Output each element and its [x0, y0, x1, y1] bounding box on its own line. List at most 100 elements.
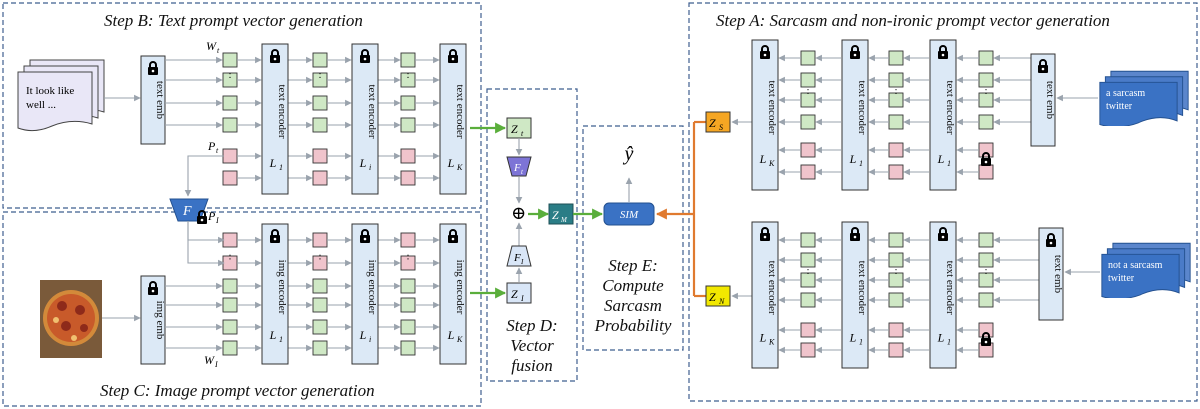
green-token [978, 252, 994, 268]
green-token [888, 232, 904, 248]
layer-label: L [269, 328, 277, 342]
projector-f: F [169, 198, 209, 224]
step-d-frame [486, 88, 578, 382]
green-token [312, 52, 328, 68]
sarcasm-text-emb-label: text emb [1044, 81, 1056, 120]
text-input-line2: well ... [26, 99, 56, 111]
w-i-sub: I [214, 360, 218, 369]
z-t-sub: t [521, 129, 524, 138]
green-token [312, 319, 328, 335]
encoder-label: text encoder [856, 261, 868, 315]
step-d-line2: Vector [510, 336, 554, 355]
encoder-label: text encoder [856, 80, 868, 134]
arrow-pt-to-projector [184, 155, 224, 197]
pink-token [312, 232, 328, 248]
f-i-sub: I [520, 258, 524, 266]
green-token [312, 297, 328, 313]
pink-token [400, 170, 416, 186]
layer-label: L [447, 156, 455, 170]
encoder-rect [439, 43, 467, 195]
w-t-sub: t [217, 46, 220, 55]
layer-label: L [359, 156, 367, 170]
non-sarcasm-text-emb-block: text emb [1038, 227, 1064, 321]
z-s-symbol: Z [709, 116, 716, 130]
encoder-rect [929, 39, 957, 191]
encoder-rect [929, 221, 957, 369]
layer-sub: 1 [859, 338, 863, 347]
green-token [978, 114, 994, 130]
step-e-line2: Compute [602, 276, 664, 295]
green-token [800, 50, 816, 66]
sim-node: SIM [603, 202, 655, 226]
green-token [222, 95, 238, 111]
green-token [978, 72, 994, 88]
y-hat: ŷ [623, 143, 634, 165]
step-e-line4: Probability [594, 316, 672, 335]
green-token [978, 292, 994, 308]
pink-token [978, 164, 994, 180]
green-token [400, 297, 416, 313]
step-e-title: Step E: Compute Sarcasm Probability [594, 256, 672, 335]
encoder-label: img encoder [454, 260, 466, 315]
pink-token [978, 142, 994, 158]
sarcasm-doc-line2: twitter [1106, 101, 1133, 112]
green-token [400, 52, 416, 68]
sim-label: SIM [620, 209, 639, 221]
encoder-rect [439, 223, 467, 365]
green-token [400, 278, 416, 294]
green-token [400, 117, 416, 133]
encoder-rect [351, 223, 379, 365]
pizza-photo [40, 280, 102, 358]
green-token [400, 95, 416, 111]
ellipsis: : [985, 266, 988, 277]
green-token [978, 232, 994, 248]
green-token [222, 340, 238, 356]
layer-label: L [849, 331, 857, 345]
encoder-label: img encoder [276, 260, 288, 315]
green-token [888, 114, 904, 130]
green-token [222, 52, 238, 68]
step-d-title: Step D: Vector fusion [506, 316, 557, 375]
w-i-symbol: W [204, 353, 215, 367]
step-d-line1: Step D: [506, 316, 557, 335]
green-token [800, 252, 816, 268]
green-token [312, 95, 328, 111]
pink-token [222, 148, 238, 164]
encoder-rect [751, 39, 779, 191]
encoder-label: img encoder [366, 260, 378, 315]
layer-sub: i [369, 163, 371, 172]
green-token [888, 252, 904, 268]
z-n-symbol: Z [709, 290, 716, 304]
layer-sub: 1 [279, 335, 283, 344]
img-emb-label: img emb [154, 301, 166, 340]
text-input-document: It look like well ... [17, 59, 105, 132]
ellipsis: : [319, 252, 322, 263]
p-t-sub: t [216, 146, 219, 155]
arrow-projector-to-pi-2 [187, 221, 225, 267]
z-m-sub: M [560, 216, 568, 224]
green-token [888, 72, 904, 88]
img-emb-block: img emb [140, 275, 166, 365]
layer-label: L [759, 152, 767, 166]
f-t-sub: t [521, 168, 524, 176]
layer-sub: K [456, 163, 463, 172]
layer-label: L [759, 331, 767, 345]
step-e-line1: Step E: [608, 256, 658, 275]
layer-sub: 1 [947, 159, 951, 168]
layer-label: L [359, 328, 367, 342]
z-i-node: Z I [506, 282, 532, 304]
layer-sub: 1 [859, 159, 863, 168]
f-t-node: F t [506, 156, 532, 177]
layer-label: L [937, 331, 945, 345]
layer-sub: 1 [947, 338, 951, 347]
